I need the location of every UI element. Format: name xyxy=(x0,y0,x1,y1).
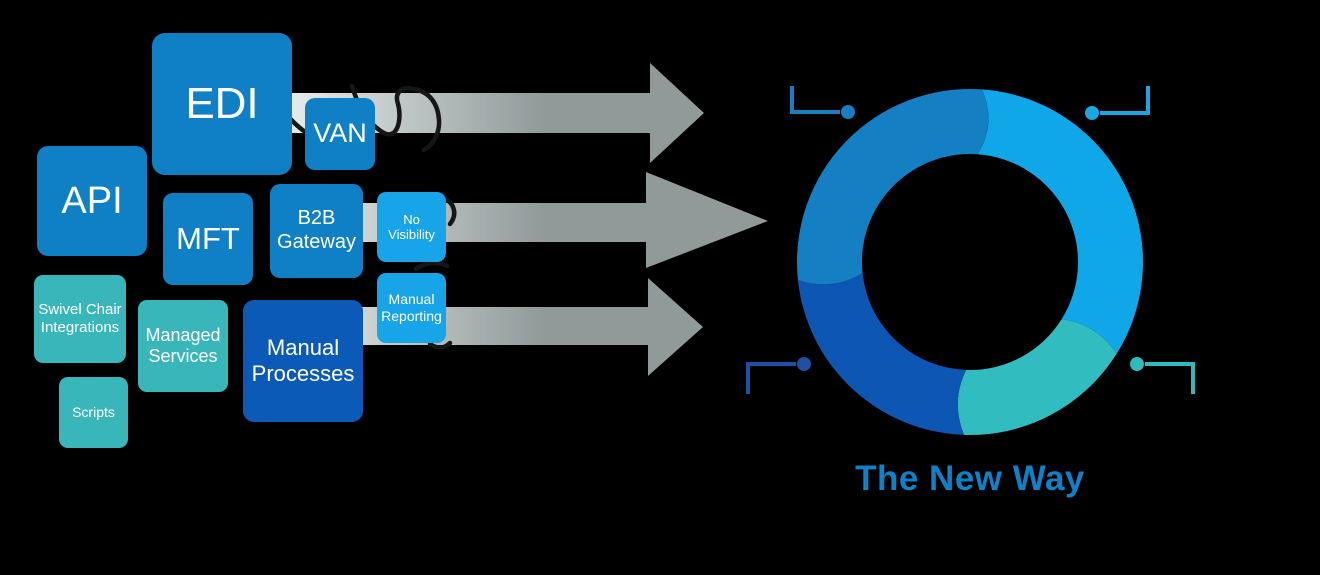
donut-segment-bottom-right xyxy=(957,319,1117,436)
mft-box: MFT xyxy=(163,193,253,285)
transition-arrows xyxy=(292,63,768,376)
swivel-chair-integrations-label: Swivel Chair Integrations xyxy=(38,301,122,336)
manual-processes-label: Manual Processes xyxy=(251,335,355,386)
callout-bottom-left xyxy=(746,357,811,394)
no-visibility-label: No Visibility xyxy=(388,211,435,242)
no-visibility-box: No Visibility xyxy=(377,192,446,262)
manual-reporting-box: Manual Reporting xyxy=(377,273,446,343)
api-label: API xyxy=(61,179,123,222)
b2b-gateway-box: B2B Gateway xyxy=(270,184,363,278)
cable-segment-5 xyxy=(427,340,453,350)
b2b-gateway-label: B2B Gateway xyxy=(277,207,356,253)
cable-segment-4 xyxy=(413,260,450,272)
manual-processes-box: Manual Processes xyxy=(243,300,363,422)
cable-segment-2 xyxy=(349,83,442,153)
arrow-middle xyxy=(330,172,768,268)
arrow-bottom xyxy=(330,278,703,376)
edi-label: EDI xyxy=(185,79,259,129)
mft-label: MFT xyxy=(176,220,240,256)
donut-callouts xyxy=(746,86,1195,394)
callout-dot xyxy=(1085,106,1099,120)
swivel-chair-integrations-box: Swivel Chair Integrations xyxy=(34,275,126,363)
donut-segment-top-right xyxy=(977,89,1143,354)
van-box: VAN xyxy=(305,98,375,170)
arrow-top xyxy=(292,63,704,163)
api-box: API xyxy=(37,146,147,256)
edi-box: EDI xyxy=(152,33,292,175)
donut-segment-bottom-left xyxy=(797,273,967,435)
van-label: VAN xyxy=(313,118,367,149)
callout-top-right xyxy=(1085,86,1150,120)
donut-chart xyxy=(797,88,1143,436)
new-way-caption: The New Way xyxy=(855,459,1085,498)
managed-services-box: Managed Services xyxy=(138,300,228,392)
callout-dot xyxy=(841,105,855,119)
managed-services-label: Managed Services xyxy=(145,324,221,366)
scripts-box: Scripts xyxy=(59,377,128,448)
callout-dot xyxy=(1130,357,1144,371)
manual-reporting-label: Manual Reporting xyxy=(381,291,442,324)
donut-segment-top-left xyxy=(797,88,989,285)
callout-top-left xyxy=(790,86,855,119)
scripts-label: Scripts xyxy=(72,404,115,421)
callout-dot xyxy=(797,357,811,371)
callout-bottom-right xyxy=(1130,357,1195,394)
